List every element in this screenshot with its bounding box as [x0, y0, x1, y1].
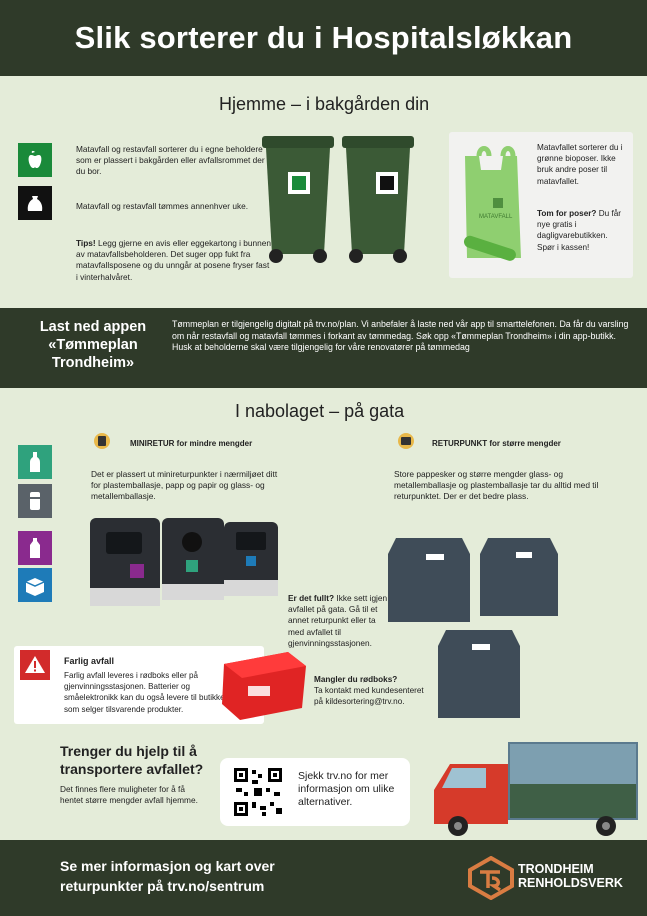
redbox-answer: Ta kontakt med kundesenteret på kildesor… [314, 686, 424, 707]
full-answer: Ikke sett igjen avfallet på gata. Gå til… [288, 593, 388, 648]
miniretur-text: Det er plassert ut minireturpunkter i næ… [91, 469, 278, 502]
hazard-title: Farlig avfall [64, 656, 115, 666]
help-title-line-2: transportere avfallet? [60, 761, 204, 777]
biobag-answer: Du får nye gratis i dagligvarebutikken. … [537, 209, 622, 252]
biobag-print: MATAVFALL [479, 214, 513, 220]
page-footer: Se mer informasjon og kart over returpun… [0, 840, 647, 916]
metal-can-icon [18, 484, 52, 518]
full-note: Er det fullt? Ikke sett igjen avfallet p… [288, 593, 394, 649]
qr-text: Sjekk trv.no for mer informasjon om ulik… [298, 770, 395, 808]
green-biobag-icon: MATAVFALL [463, 146, 521, 261]
miniretur-containers-image [90, 518, 278, 606]
logo-line-2: RENHOLDSVERK [518, 876, 623, 890]
qr-info-box: Sjekk trv.no for mer informasjon om ulik… [220, 758, 410, 826]
miniretur-label: MINIRETUR for mindre mengder [130, 439, 253, 448]
home-paragraph-2: Matavfall og restavfall tømmes annenhver… [76, 201, 249, 211]
tip-text: Legg gjerne en avis eller eggekartong i … [76, 238, 271, 282]
glass-bottle-icon [18, 445, 52, 479]
full-question: Er det fullt? [288, 593, 335, 603]
app-band: Last ned appen «Tømmeplan Trondheim» Tøm… [0, 308, 647, 388]
residual-waste-icon [18, 186, 52, 220]
paper-box-icon [18, 568, 52, 602]
hazard-warning-icon [20, 650, 50, 680]
returpunkt-label: RETURPUNKT for større mengder [432, 439, 561, 448]
home-tip: Tips! Legg gjerne en avis eller eggekart… [76, 238, 272, 283]
food-waste-icon [18, 143, 52, 177]
help-title-line-1: Trenger du hjelp til å [60, 743, 197, 759]
help-text: Det finnes flere muligheter for å få hen… [60, 784, 198, 806]
qr-code-icon[interactable] [232, 766, 284, 818]
footer-text: Se mer informasjon og kart over returpun… [60, 856, 275, 896]
biobag-text: Matavfallet sorterer du i grønne biopose… [537, 143, 623, 186]
app-title-line-2: «Tømmeplan [48, 337, 138, 353]
page-header: Slik sorterer du i Hospitalsløkkan [0, 0, 647, 76]
transport-truck-image [434, 742, 638, 836]
logo-line-1: TRONDHEIM [518, 862, 594, 876]
hazard-text: Farlig avfall leveres i rødboks eller på… [64, 671, 228, 714]
biobag-q-label: Tom for poser? [537, 209, 597, 218]
app-text: Tømmeplan er tilgjengelig digitalt på tr… [172, 319, 636, 354]
miniretur-icon [94, 433, 110, 449]
app-text-2: Husk at beholderne skal være tilgjengeli… [172, 342, 470, 353]
tip-label: Tips! [76, 238, 96, 248]
app-title: Last ned appen «Tømmeplan Trondheim» [18, 318, 168, 372]
redbox-note: Mangler du rødboks? Ta kontakt med kunde… [314, 674, 424, 708]
home-section: Hjemme – i bakgården din Matavfall og re… [0, 76, 647, 308]
app-title-line-3: Trondheim» [51, 355, 135, 371]
returpunkt-icon [398, 433, 414, 449]
footer-text-line-2: returpunkter på trv.no/sentrum [60, 878, 265, 894]
redbox-question: Mangler du rødboks? [314, 675, 398, 684]
page-title: Slik sorterer du i Hospitalsløkkan [74, 20, 573, 55]
app-text-1: Tømmeplan er tilgjengelig digitalt på tr… [172, 319, 629, 341]
returpunkt-text: Store pappesker og større mengder glass-… [394, 469, 599, 502]
food-waste-bin [262, 136, 334, 263]
logo-text: TRONDHEIM RENHOLDSVERK [518, 862, 623, 890]
street-title: I nabolaget – på gata [235, 401, 405, 421]
help-title: Trenger du hjelp til å transportere avfa… [60, 742, 203, 778]
home-title: Hjemme – i bakgården din [219, 94, 430, 114]
app-title-line-1: Last ned appen [39, 319, 147, 335]
biobag-question: Tom for poser? Du får nye gratis i dagli… [537, 208, 627, 253]
trv-logo-icon [468, 856, 514, 900]
plastic-bottle-icon [18, 531, 52, 565]
home-paragraph-1: Matavfall og restavfall sorterer du i eg… [76, 144, 265, 177]
red-hazard-box-image [222, 652, 306, 720]
residual-waste-bin [342, 136, 414, 263]
biobag-card: MATAVFALL Matavfallet sorterer du i grøn… [449, 132, 633, 278]
returpunkt-containers-image [388, 538, 558, 718]
footer-text-line-1: Se mer informasjon og kart over [60, 858, 275, 874]
hazard-card: Farlig avfall Farlig avfall leveres i rø… [14, 646, 264, 724]
